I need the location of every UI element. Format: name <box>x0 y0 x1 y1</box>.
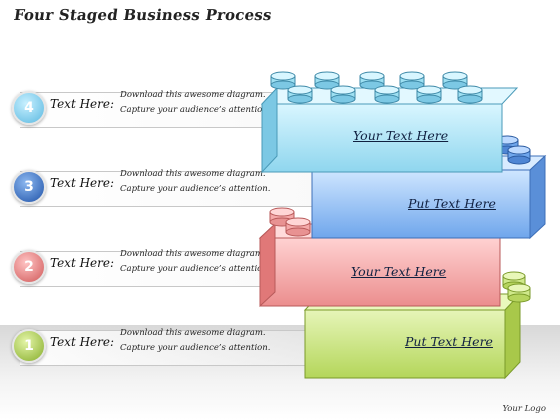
brick-stud <box>270 71 296 90</box>
step-number-badge: 4 <box>12 91 46 125</box>
description-line-1: Download this awesome diagram. <box>120 249 266 259</box>
description-line-2: Capture your audience’s attention. <box>120 184 271 194</box>
step-description: Download this awesome diagram. Capture y… <box>120 247 270 277</box>
brick-stud <box>442 71 468 90</box>
step-label: Text Here: <box>50 256 115 270</box>
description-line-1: Download this awesome diagram. <box>120 169 266 179</box>
step-description: Download this awesome diagram. Capture y… <box>120 167 270 197</box>
description-line-1: Download this awesome diagram. <box>120 328 266 338</box>
description-line-1: Download this awesome diagram. <box>120 90 266 100</box>
step-number-badge: 3 <box>12 170 46 204</box>
description-line-2: Capture your audience’s attention. <box>120 105 271 115</box>
step-connector-line <box>20 171 320 207</box>
brick-stud <box>330 85 356 104</box>
brick-stud <box>507 145 531 165</box>
description-line-2: Capture your audience’s attention. <box>120 264 271 274</box>
brick-stud <box>314 71 340 90</box>
step-label: Text Here: <box>50 176 115 190</box>
brick-3-text: Put Text Here <box>408 196 496 211</box>
step-label: Text Here: <box>50 97 115 111</box>
brick-stud <box>374 85 400 104</box>
step-label: Text Here: <box>50 335 115 349</box>
brick-1-text: Put Text Here <box>405 334 493 349</box>
step-number-badge: 2 <box>12 250 46 284</box>
brick-stud <box>507 283 531 303</box>
brick-stud <box>285 217 311 237</box>
brick-studs <box>270 71 483 104</box>
brick-stud <box>287 85 313 104</box>
brick-stud <box>416 85 442 104</box>
description-line-2: Capture your audience’s attention. <box>120 343 271 353</box>
brick-4-text: Your Text Here <box>353 128 449 143</box>
brick-2-text: Your Text Here <box>351 264 447 279</box>
step-description: Download this awesome diagram. Capture y… <box>120 326 270 356</box>
step-1: 1 Text Here: Download this awesome diagr… <box>0 324 320 368</box>
step-number-badge: 1 <box>12 329 46 363</box>
brick-stud <box>457 85 483 104</box>
step-3: 3 Text Here: Download this awesome diagr… <box>0 165 320 209</box>
logo-text: Your Logo <box>502 404 546 414</box>
brick-4 <box>260 71 519 174</box>
step-connector-line <box>20 330 320 366</box>
step-description: Download this awesome diagram. Capture y… <box>120 88 270 118</box>
brick-stud <box>399 71 425 90</box>
